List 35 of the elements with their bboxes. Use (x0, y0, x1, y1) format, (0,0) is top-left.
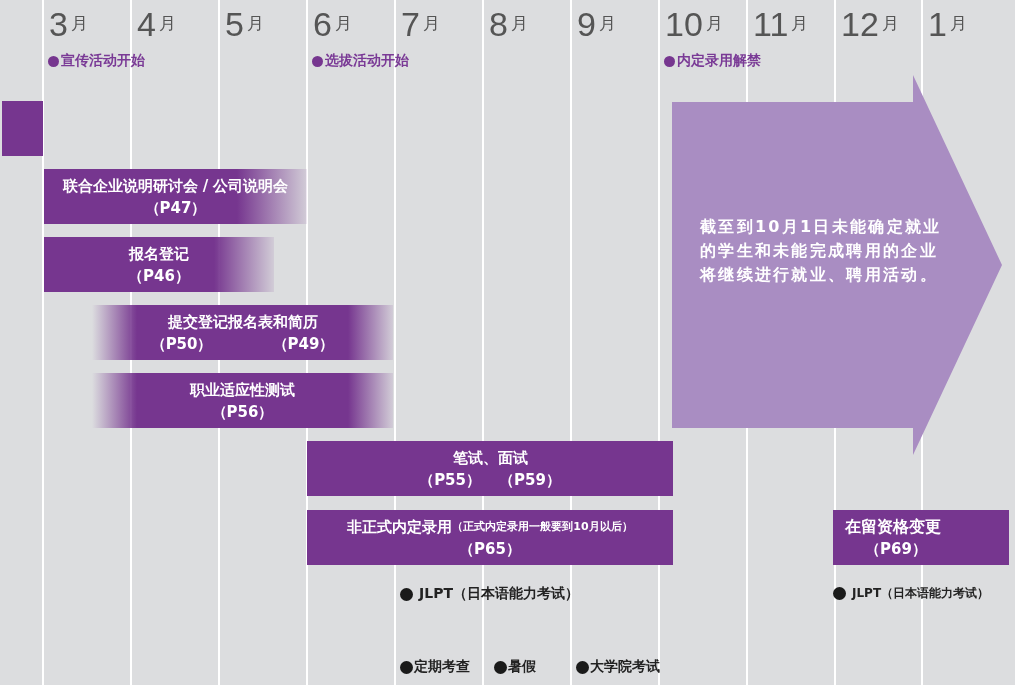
arrow-banner (672, 75, 1002, 455)
page-ref: （P55） (419, 469, 481, 491)
event-label: 大学院考试 (590, 658, 660, 676)
timeline-bar (307, 441, 673, 496)
bar-title: 提交登记报名表和简历 (167, 311, 318, 333)
page-ref: （P50） (150, 333, 213, 355)
page-ref: （P59） (499, 469, 561, 491)
milestone-label: 内定录用解禁 (677, 52, 761, 70)
page-ref: （P46） (128, 265, 190, 287)
bar-title: 联合企业说明研讨会 / 公司说明会 (62, 175, 289, 197)
event-label: JLPT（日本语能力考试） (852, 585, 990, 602)
bar-title: 在留资格变更 (845, 515, 941, 538)
timeline-bar (44, 237, 274, 292)
timeline-bar (92, 305, 393, 360)
page-ref: （P49） (272, 333, 335, 355)
timeline-bar (92, 373, 393, 428)
milestone-label: 宣传活动开始 (61, 52, 145, 70)
event-label: 定期考查 (414, 658, 470, 676)
bar-title: 非正式内定录用 (347, 516, 453, 538)
bar-title: 报名登记 (129, 243, 189, 265)
timeline-bar (44, 169, 307, 224)
page-ref: （P47） (144, 197, 207, 219)
timeline-bar (307, 510, 673, 565)
milestone-label: 选拔活动开始 (325, 52, 409, 70)
page-ref: （P69） (865, 538, 927, 560)
page-ref: （P65） (459, 538, 521, 560)
bar-note: （正式内定录用一般要到10月以后） (452, 518, 633, 535)
bar-title: 笔试、面试 (452, 447, 528, 469)
plain-box (2, 101, 43, 156)
bar-title: 职业适应性测试 (190, 379, 295, 401)
banner-text: 截至到10月1日未能确定就业的学生和未能完成聘用的企业将继续进行就业、聘用活动。 (700, 216, 943, 286)
timeline-bar (833, 510, 1009, 565)
event-label: JLPT（日本语能力考试） (419, 585, 579, 603)
event-label: 暑假 (508, 658, 536, 676)
page-ref: （P56） (211, 401, 274, 423)
